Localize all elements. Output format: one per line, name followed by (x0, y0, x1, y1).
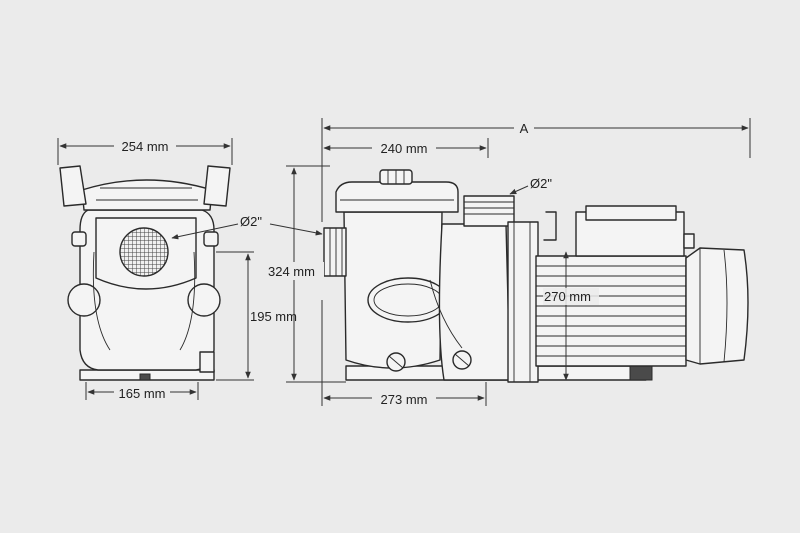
front-height-dimension: 195 mm (216, 251, 297, 381)
front-lid-ear-right (203, 165, 231, 207)
side-bracket (543, 211, 557, 241)
front-lid-ear-left (59, 165, 87, 207)
side-height-label: 324 mm (268, 264, 315, 279)
side-strainer-lid (335, 181, 459, 213)
side-inlet-callout (269, 223, 323, 236)
side-outlet-label: Ø2" (530, 176, 552, 191)
side-motor-body (535, 255, 687, 367)
side-height-dimension: 324 mm (266, 165, 346, 383)
front-inlet-label: Ø2" (240, 214, 262, 229)
motor-height-dimension: 270 mm (543, 251, 599, 381)
front-height-label: 195 mm (250, 309, 297, 324)
side-motor-flange (507, 221, 539, 383)
side-bottom-dimension: 273 mm (321, 300, 487, 408)
side-total-dimension: A (321, 118, 751, 222)
side-total-label: A (520, 121, 529, 136)
side-fan-cover (685, 247, 749, 365)
side-top-label: 240 mm (381, 141, 428, 156)
pump-front-view (59, 165, 231, 381)
side-bottom-label: 273 mm (381, 392, 428, 407)
front-width-dimension: 254 mm (57, 137, 233, 165)
front-lid (81, 179, 213, 211)
front-base-label: 165 mm (119, 386, 166, 401)
side-terminal-lid (585, 205, 677, 221)
side-outlet-callout: Ø2" (509, 176, 552, 195)
side-outlet-port (463, 195, 515, 227)
front-inlet-callout: Ø2" (171, 214, 262, 240)
front-port-right (187, 283, 221, 317)
front-width-label: 254 mm (122, 139, 169, 154)
motor-height-label: 270 mm (544, 289, 591, 304)
pump-side-view (323, 169, 749, 383)
front-port-left (67, 283, 101, 317)
side-volute (438, 223, 511, 381)
side-inlet-port (323, 227, 347, 277)
front-inlet-grille (119, 227, 169, 277)
front-drain-bracket (199, 351, 215, 373)
side-top-dimension: 240 mm (323, 138, 489, 158)
front-base-dimension: 165 mm (85, 382, 199, 402)
